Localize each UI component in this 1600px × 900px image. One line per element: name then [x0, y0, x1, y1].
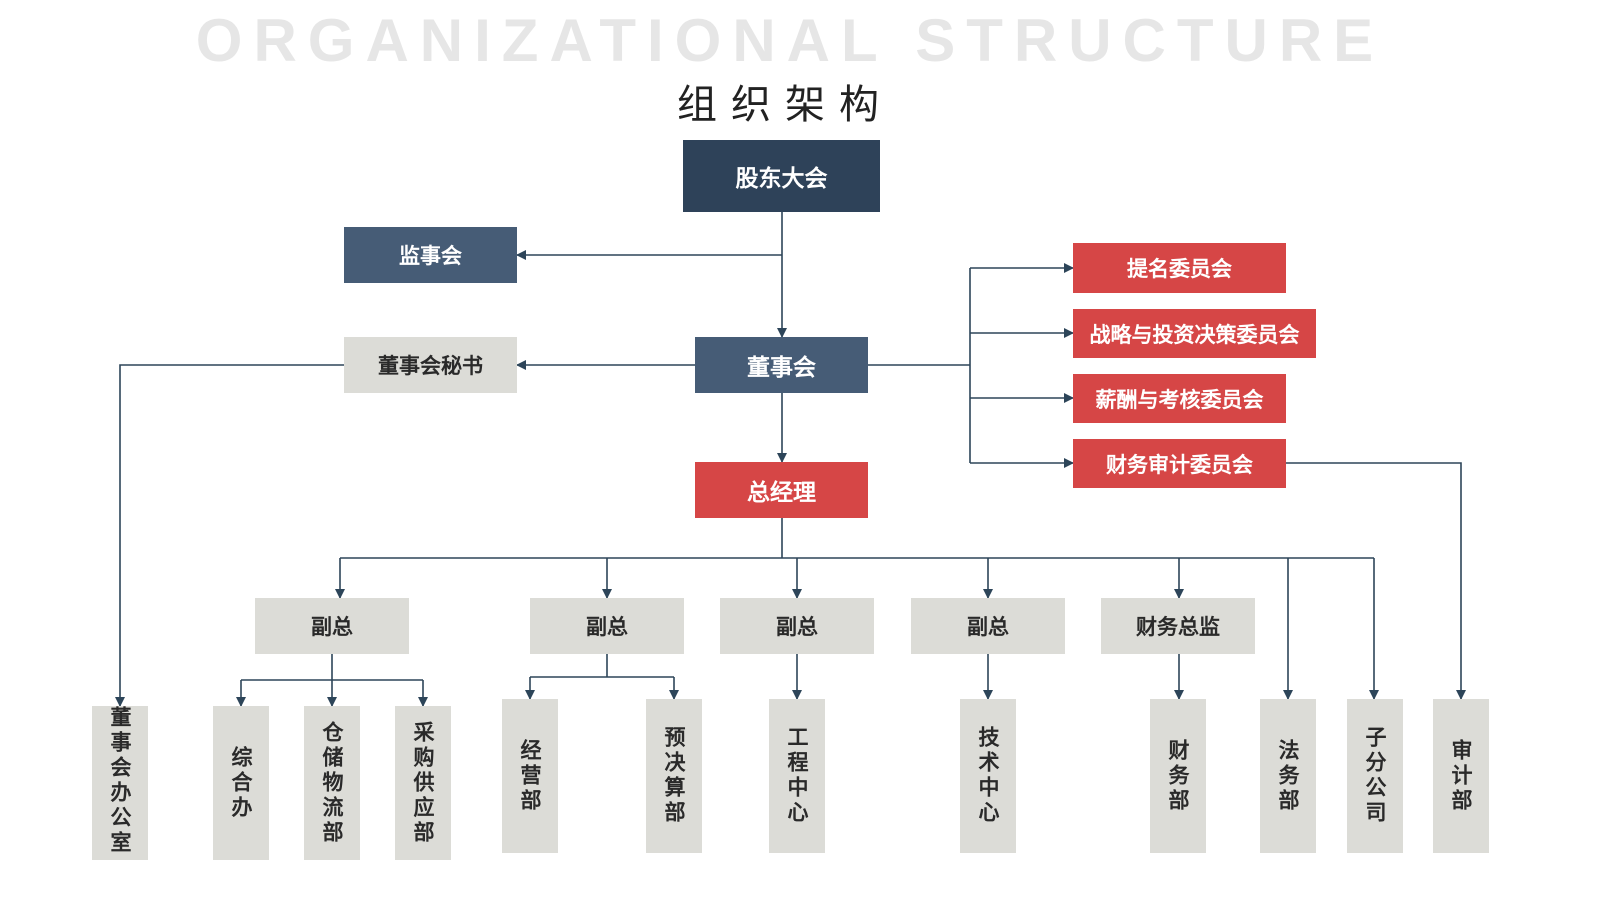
node-department: 预决算部 — [646, 699, 702, 853]
node-department: 审计部 — [1433, 699, 1489, 853]
node-department: 仓储物流部 — [304, 706, 360, 860]
node-vp: 副总 — [530, 598, 684, 654]
node-department: 董事会办公室 — [92, 706, 148, 860]
node-vp: 副总 — [720, 598, 874, 654]
node-vp: 副总 — [911, 598, 1065, 654]
node-supervisors: 监事会 — [344, 227, 517, 283]
node-shareholders: 股东大会 — [683, 140, 880, 212]
node-department: 采购供应部 — [395, 706, 451, 860]
line-vp2-bus — [530, 654, 674, 678]
line-secretary-office — [115, 364, 344, 707]
line-gm-bus — [340, 518, 1374, 559]
node-committee: 战略与投资决策委员会 — [1073, 309, 1316, 358]
background-title: ORGANIZATIONAL STRUCTURE — [195, 7, 1385, 74]
node-board: 董事会 — [695, 337, 868, 393]
node-department: 综合办 — [213, 706, 269, 860]
node-department: 财务部 — [1150, 699, 1206, 853]
line-audit — [1286, 462, 1466, 700]
node-board-secretary: 董事会秘书 — [344, 337, 517, 393]
line-board-committees — [868, 268, 971, 463]
node-vp: 副总 — [255, 598, 409, 654]
node-department: 法务部 — [1260, 699, 1316, 853]
node-department: 技术中心 — [960, 699, 1016, 853]
page-title: 组织架构 — [677, 82, 893, 128]
node-department: 子分公司 — [1347, 699, 1403, 853]
node-committee: 财务审计委员会 — [1073, 439, 1286, 488]
node-committee: 薪酬与考核委员会 — [1073, 374, 1286, 423]
node-department: 工程中心 — [769, 699, 825, 853]
node-cfo: 财务总监 — [1101, 598, 1255, 654]
line-vp1-bus — [241, 654, 423, 681]
node-committee: 提名委员会 — [1073, 243, 1286, 293]
node-department: 经营部 — [502, 699, 558, 853]
node-general-manager: 总经理 — [695, 462, 868, 518]
